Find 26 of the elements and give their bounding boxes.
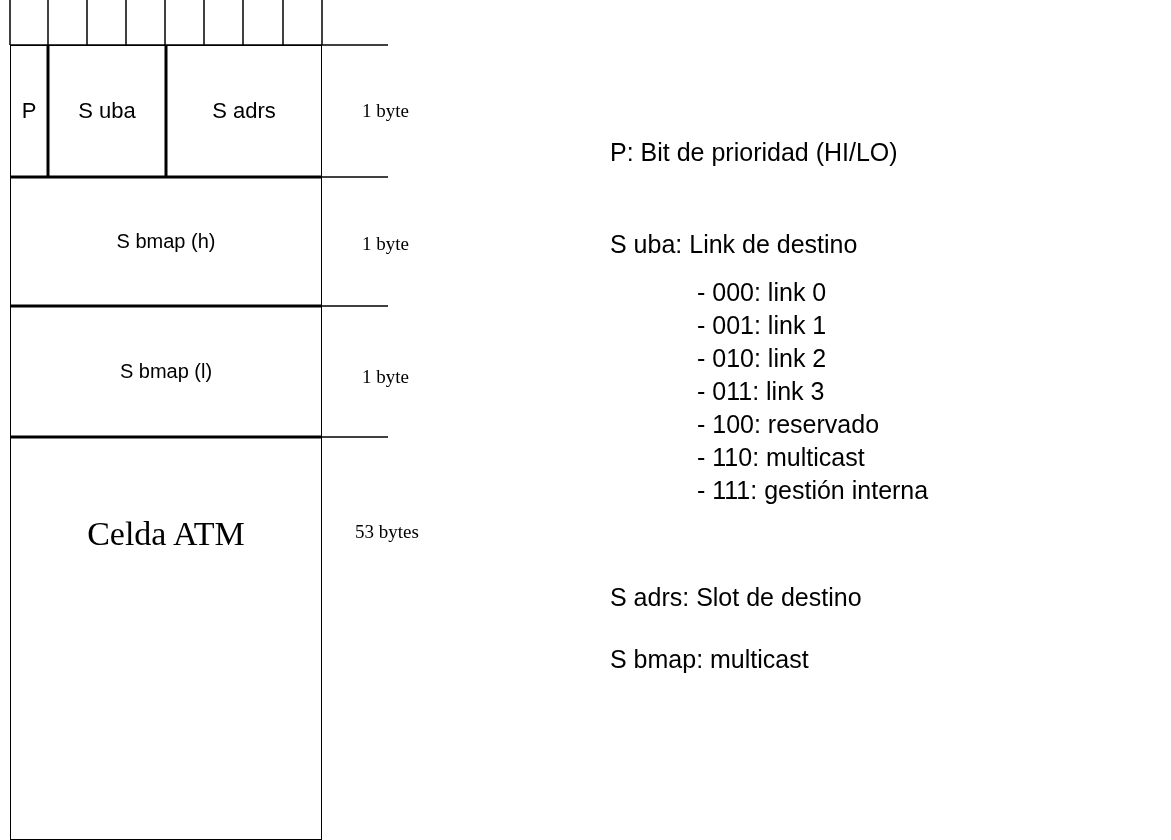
legend-note: - 011: link 3 [697,377,825,406]
field-name: S bmap (h) [116,230,216,253]
legend-note: - 000: link 0 [697,278,827,307]
legend-note: - 110: multicast [697,443,865,472]
field-box [166,45,322,177]
size-label: 1 byte [362,233,409,255]
field-box [10,45,48,177]
size-label: 1 byte [362,366,409,388]
field-box [10,177,322,306]
field-name: S bmap (l) [119,360,213,383]
legend-note: P: Bit de prioridad (HI/LO) [610,138,898,167]
field-name: S uba [78,98,136,124]
legend-note: - 010: link 2 [697,344,827,373]
legend-note: - 111: gestión interna [697,476,929,505]
size-label: 53 bytes [355,521,419,543]
legend-note: S adrs: Slot de destino [610,583,862,612]
field-box [10,437,322,840]
size-label: 1 byte [362,100,409,122]
legend-note: S bmap: multicast [610,645,809,674]
legend-note: - 100: reservado [697,410,880,439]
field-name: S adrs [212,98,276,124]
field-name: Celda ATM [87,514,245,553]
legend-note: - 001: link 1 [697,311,827,340]
field-box [10,306,322,437]
legend-note: S uba: Link de destino [610,230,858,259]
field-name: P [21,98,37,124]
